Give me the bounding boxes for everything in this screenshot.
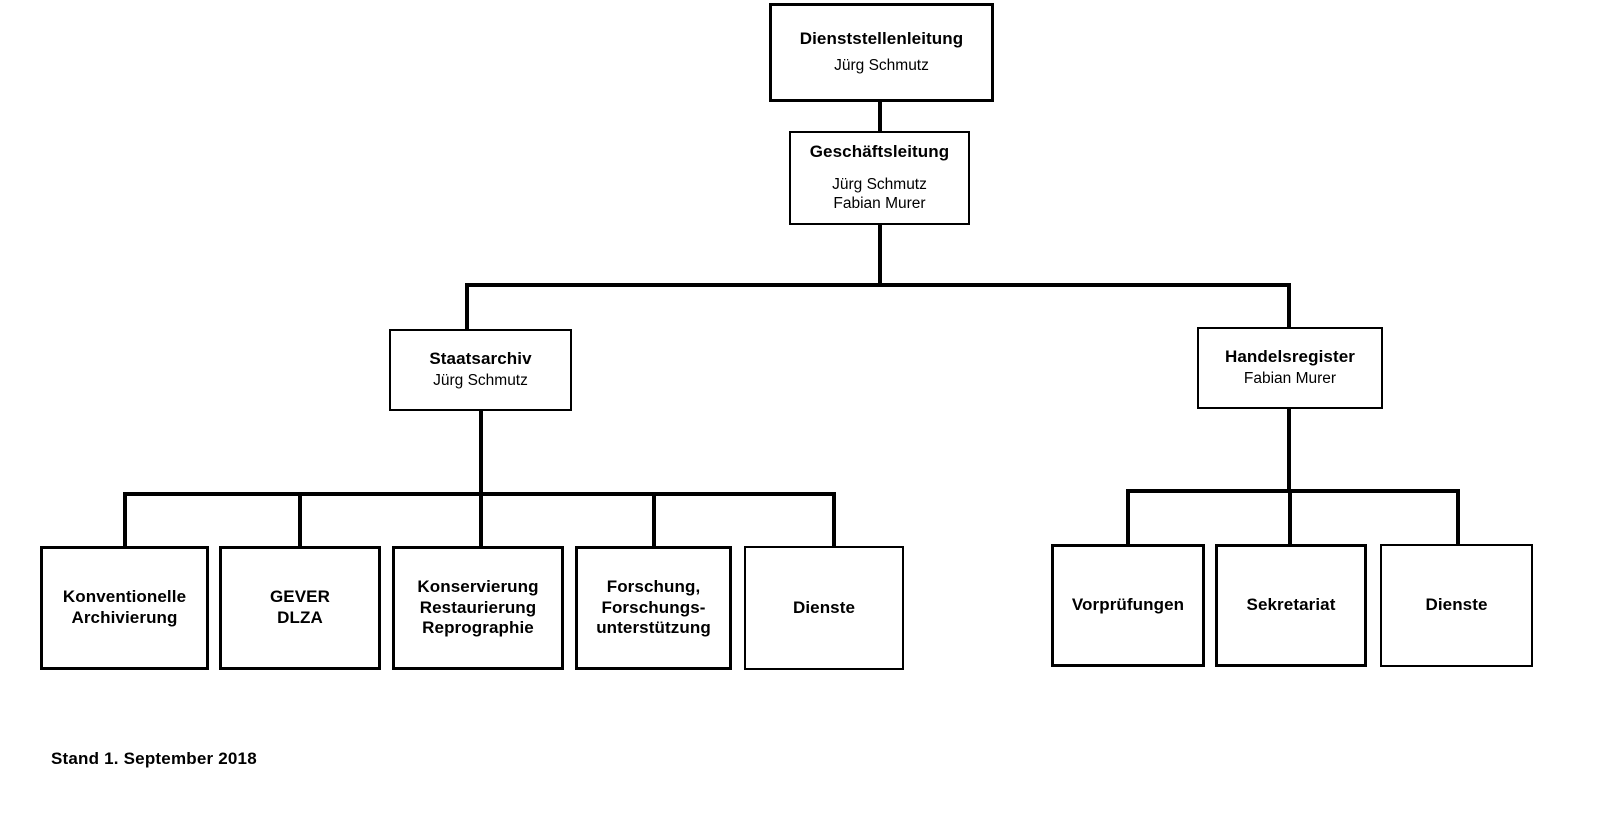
node-konservierung-restaurierung-reprographie-title: Konservierung Restaurierung Reprographie [417,576,539,638]
connector-drop-dienste-staatsarchiv [832,492,836,548]
node-geschaeftsleitung-subtitle: Jürg Schmutz Fabian Murer [832,176,927,213]
node-sekretariat[interactable]: Sekretariat [1215,544,1367,667]
node-handelsregister[interactable]: Handelsregister Fabian Murer [1197,327,1383,409]
node-dienste-staatsarchiv[interactable]: Dienste [744,546,904,670]
connector-drop-handelsregister [1287,283,1291,329]
node-handelsregister-title: Handelsregister [1225,347,1355,367]
node-dienststellenleitung-subtitle: Jürg Schmutz [834,57,929,75]
connector-geschaeftsleitung-stem [878,223,882,285]
connector-drop-konservierung [479,492,483,548]
node-gever-dlza-title: GEVER DLZA [269,587,331,627]
node-dienststellenleitung-title: Dienststellenleitung [799,28,964,48]
node-dienste-staatsarchiv-title: Dienste [792,597,856,617]
node-vorpruefungen[interactable]: Vorprüfungen [1051,544,1205,667]
node-staatsarchiv-subtitle: Jürg Schmutz [433,371,528,389]
connector-staatsarchiv-stem [479,409,483,494]
node-vorpruefungen-title: Vorprüfungen [1071,595,1185,615]
connector-drop-gever-dlza [298,492,302,548]
node-sekretariat-title: Sekretariat [1246,595,1336,615]
connector-drop-forschung [652,492,656,548]
node-staatsarchiv[interactable]: Staatsarchiv Jürg Schmutz [389,329,572,411]
node-konservierung-restaurierung-reprographie[interactable]: Konservierung Restaurierung Reprographie [392,546,564,670]
connector-drop-konventionelle-archivierung [123,492,127,548]
connector-level2-bus [465,283,1291,287]
connector-drop-dienste-handelsregister [1456,489,1460,545]
node-geschaeftsleitung-title: Geschäftsleitung [809,141,950,161]
node-konventionelle-archivierung-title: Konventionelle Archivierung [62,587,187,627]
connector-root-to-geschaeftsleitung [878,100,882,132]
node-staatsarchiv-title: Staatsarchiv [429,349,532,369]
node-gever-dlza[interactable]: GEVER DLZA [219,546,381,670]
footer-stand-date: Stand 1. September 2018 [51,749,257,768]
connector-drop-sekretariat [1288,489,1292,545]
connector-drop-vorpruefungen [1126,489,1130,545]
node-dienststellenleitung[interactable]: Dienststellenleitung Jürg Schmutz [769,3,994,102]
node-geschaeftsleitung[interactable]: Geschäftsleitung Jürg Schmutz Fabian Mur… [789,131,970,225]
node-dienste-handelsregister-title: Dienste [1425,595,1488,615]
node-forschung-forschungsunterstuetzung-title: Forschung, Forschungs- unterstützung [596,576,711,638]
connector-handelsregister-stem [1287,407,1291,492]
node-handelsregister-subtitle: Fabian Murer [1243,369,1337,387]
connector-drop-staatsarchiv [465,283,469,329]
connector-handelsregister-bus [1126,489,1460,493]
node-dienste-handelsregister[interactable]: Dienste [1380,544,1533,667]
node-forschung-forschungsunterstuetzung[interactable]: Forschung, Forschungs- unterstützung [575,546,732,670]
node-konventionelle-archivierung[interactable]: Konventionelle Archivierung [40,546,209,670]
